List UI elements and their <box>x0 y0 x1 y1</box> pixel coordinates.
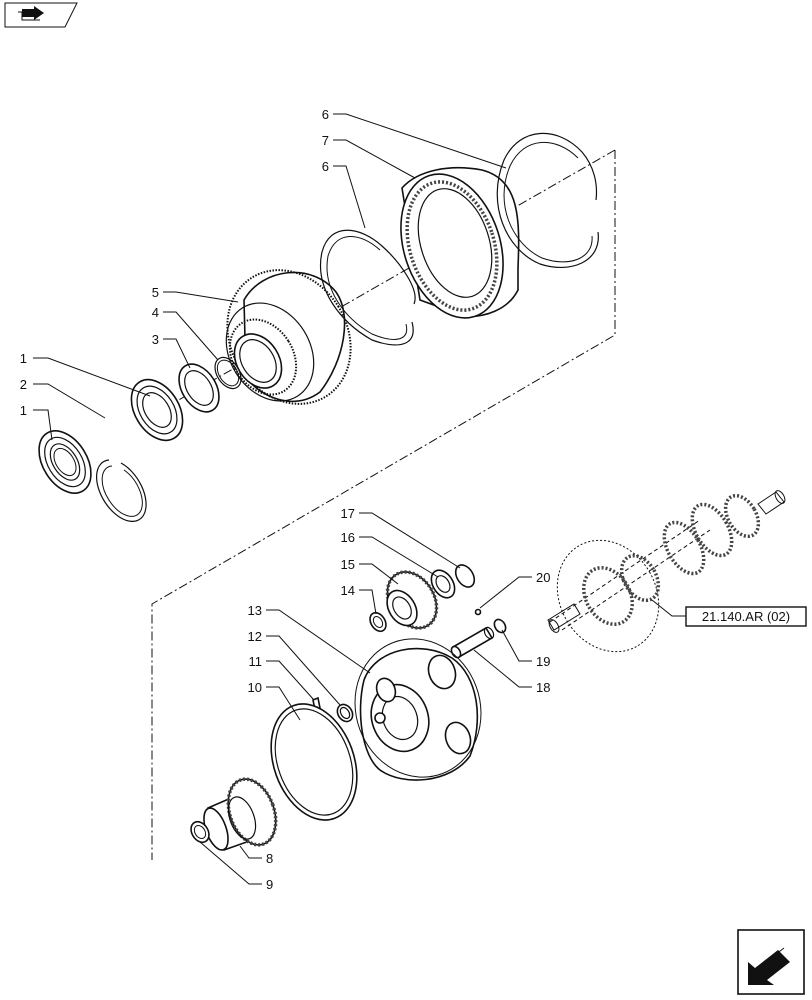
callout-label: 20 <box>536 570 550 585</box>
book-arrow-icon[interactable] <box>4 2 78 28</box>
callout-label: 4 <box>152 305 159 320</box>
callout-label: 14 <box>341 583 355 598</box>
washer-part-14 <box>369 611 387 633</box>
snap-ring-part-6-middle <box>320 229 416 346</box>
ring-part-10 <box>270 703 358 821</box>
callout-label: 3 <box>152 332 159 347</box>
ring-part-17 <box>454 564 476 588</box>
ring-part-3 <box>178 363 220 413</box>
callout-label: 6 <box>322 107 329 122</box>
callout-label: 17 <box>341 506 355 521</box>
callout-labels: 1 2 1 3 4 5 6 7 6 17 16 15 14 20 13 12 1… <box>20 107 551 892</box>
callout-label: 5 <box>152 285 159 300</box>
ring-gear-part-7 <box>400 167 520 319</box>
callout-label: 12 <box>248 629 262 644</box>
planet-carrier-part-13 <box>354 638 482 781</box>
leader-lines <box>33 113 686 885</box>
callout-label: 6 <box>322 159 329 174</box>
reference-link-text: 21.140.AR (02) <box>702 609 790 624</box>
bearing-part-1-left <box>38 430 92 494</box>
callout-label: 7 <box>322 133 329 148</box>
callout-label: 11 <box>249 654 263 669</box>
snap-ring-part-2 <box>96 459 147 522</box>
bearing-part-1-right <box>130 378 184 442</box>
callout-label: 13 <box>248 603 262 618</box>
needle-roller-part-12 <box>336 703 354 723</box>
planet-gear-part-15 <box>385 570 439 630</box>
callout-label: 18 <box>536 680 550 695</box>
sun-gear-shaft-part-8 <box>203 777 278 852</box>
circlip-part-9 <box>190 820 210 844</box>
callout-label: 9 <box>266 877 273 892</box>
callout-label: 16 <box>341 530 355 545</box>
clip-part-19 <box>493 618 507 634</box>
callout-label: 2 <box>20 377 27 392</box>
ball-part-20 <box>474 608 482 616</box>
callout-label: 10 <box>248 680 262 695</box>
callout-label: 19 <box>536 654 550 669</box>
gear-hub-part-5 <box>225 269 352 405</box>
pin-part-18 <box>450 626 495 659</box>
callout-label: 1 <box>20 403 27 418</box>
shaft-assembly-reference <box>547 490 786 653</box>
callout-label: 8 <box>266 851 273 866</box>
navigation-arrow-icon[interactable] <box>737 929 805 995</box>
reference-link-box[interactable]: 21.140.AR (02) <box>685 606 807 627</box>
callout-label: 15 <box>341 557 355 572</box>
bearing-part-16 <box>430 569 456 599</box>
snap-ring-part-6-right <box>496 132 599 268</box>
callout-label: 1 <box>20 351 27 366</box>
